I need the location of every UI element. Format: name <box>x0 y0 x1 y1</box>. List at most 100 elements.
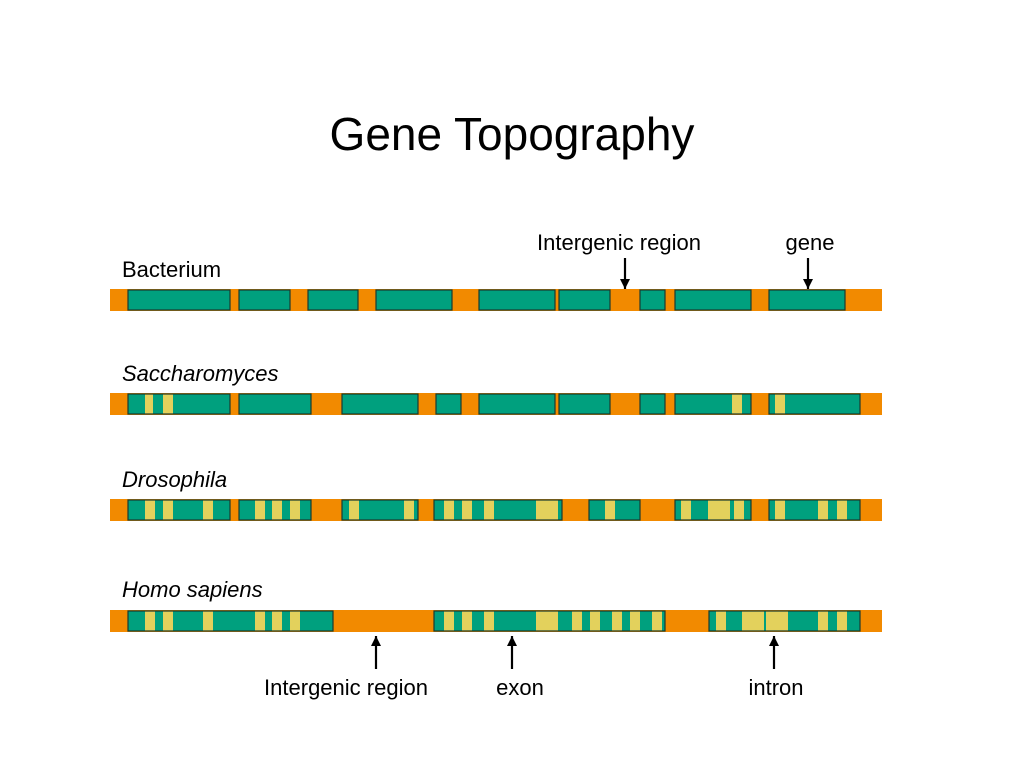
exon-block <box>128 394 230 414</box>
intron-block <box>837 500 847 520</box>
intron-block <box>732 394 742 414</box>
gene-outline <box>558 289 611 311</box>
arrow-down-gene-head <box>803 279 813 289</box>
exon-block <box>128 290 230 310</box>
arrow-up-exon-head <box>507 636 517 646</box>
gene <box>127 289 231 311</box>
intron-block <box>163 394 173 414</box>
gene <box>238 289 291 311</box>
intron-block <box>163 500 173 520</box>
gene <box>433 499 563 521</box>
intron-block <box>630 611 640 631</box>
intron-block <box>652 611 662 631</box>
intron-block <box>837 611 847 631</box>
gene-outline <box>238 499 312 521</box>
gene-outline <box>127 499 231 521</box>
gene-outline <box>433 610 666 632</box>
gene-outline <box>639 393 666 415</box>
gene <box>435 393 462 415</box>
slide-title: Gene Topography <box>329 108 695 160</box>
gene <box>127 393 231 415</box>
organism-label-bacterium: Bacterium <box>122 257 222 282</box>
gene-outline <box>435 393 462 415</box>
intron-block <box>272 611 282 631</box>
gene <box>478 393 556 415</box>
exon-block <box>769 290 845 310</box>
gene-outline <box>127 289 231 311</box>
gene-outline <box>127 393 231 415</box>
gene <box>375 289 453 311</box>
gene-outline <box>768 289 846 311</box>
gene-outline <box>639 289 666 311</box>
exon-block <box>239 290 290 310</box>
chromosome-track-saccharomyces <box>110 393 882 415</box>
gene <box>588 499 641 521</box>
intron-block <box>145 500 155 520</box>
gene <box>674 393 752 415</box>
annotation-bottom-exon-label: exon <box>496 675 544 700</box>
intron-block <box>716 611 726 631</box>
intron-block <box>163 611 173 631</box>
exon-block <box>342 500 418 520</box>
intron-block <box>349 500 359 520</box>
gene <box>238 499 312 521</box>
intron-block <box>203 611 213 631</box>
gene <box>478 289 556 311</box>
intron-block <box>145 394 153 414</box>
intron-block <box>484 500 494 520</box>
gene-outline <box>341 393 419 415</box>
gene-outline <box>768 393 861 415</box>
exon-block <box>342 394 418 414</box>
exon-block <box>128 611 333 631</box>
chromosome-tracks <box>110 289 882 632</box>
intron-block <box>290 500 300 520</box>
gene <box>558 393 611 415</box>
intron-block <box>255 611 265 631</box>
gene-outline <box>674 289 752 311</box>
gene <box>341 499 419 521</box>
organism-label-drosophila: Drosophila <box>122 467 228 492</box>
gene <box>238 393 312 415</box>
exon-block <box>769 394 860 414</box>
gene-outline <box>341 499 419 521</box>
gene <box>127 499 231 521</box>
intron-block <box>742 611 764 631</box>
gene-outline <box>768 499 861 521</box>
intron-block <box>462 500 472 520</box>
intron-block <box>536 611 558 631</box>
exon-block <box>376 290 452 310</box>
intron-block <box>775 500 785 520</box>
annotation-top-intergenic-label: Intergenic region <box>537 230 701 255</box>
intron-block <box>612 611 622 631</box>
intron-block <box>590 611 600 631</box>
exon-block <box>308 290 358 310</box>
organism-label-homo-sapiens: Homo sapiens <box>122 577 263 602</box>
gene <box>307 289 359 311</box>
gene <box>674 499 752 521</box>
intron-block <box>818 500 828 520</box>
exon-block <box>239 394 311 414</box>
gene <box>639 393 666 415</box>
gene-outline <box>588 499 641 521</box>
gene <box>768 499 861 521</box>
intron-block <box>145 611 155 631</box>
intron-block <box>766 611 788 631</box>
exon-block <box>559 290 610 310</box>
intron-block <box>444 611 454 631</box>
intron-block <box>484 611 494 631</box>
exon-block <box>479 290 555 310</box>
intron-block <box>462 611 472 631</box>
intron-block <box>255 500 265 520</box>
exon-block <box>128 500 230 520</box>
organism-label-saccharomyces: Saccharomyces <box>122 361 279 386</box>
chromosome-track-bacterium <box>110 289 882 311</box>
intron-block <box>734 500 744 520</box>
chromosome-track-homo-sapiens <box>110 610 882 632</box>
gene-outline <box>375 289 453 311</box>
annotation-bottom-intron-label: intron <box>748 675 804 700</box>
intron-block <box>536 500 558 520</box>
gene <box>708 610 861 632</box>
gene-outline <box>674 393 752 415</box>
gene-outline <box>433 499 563 521</box>
